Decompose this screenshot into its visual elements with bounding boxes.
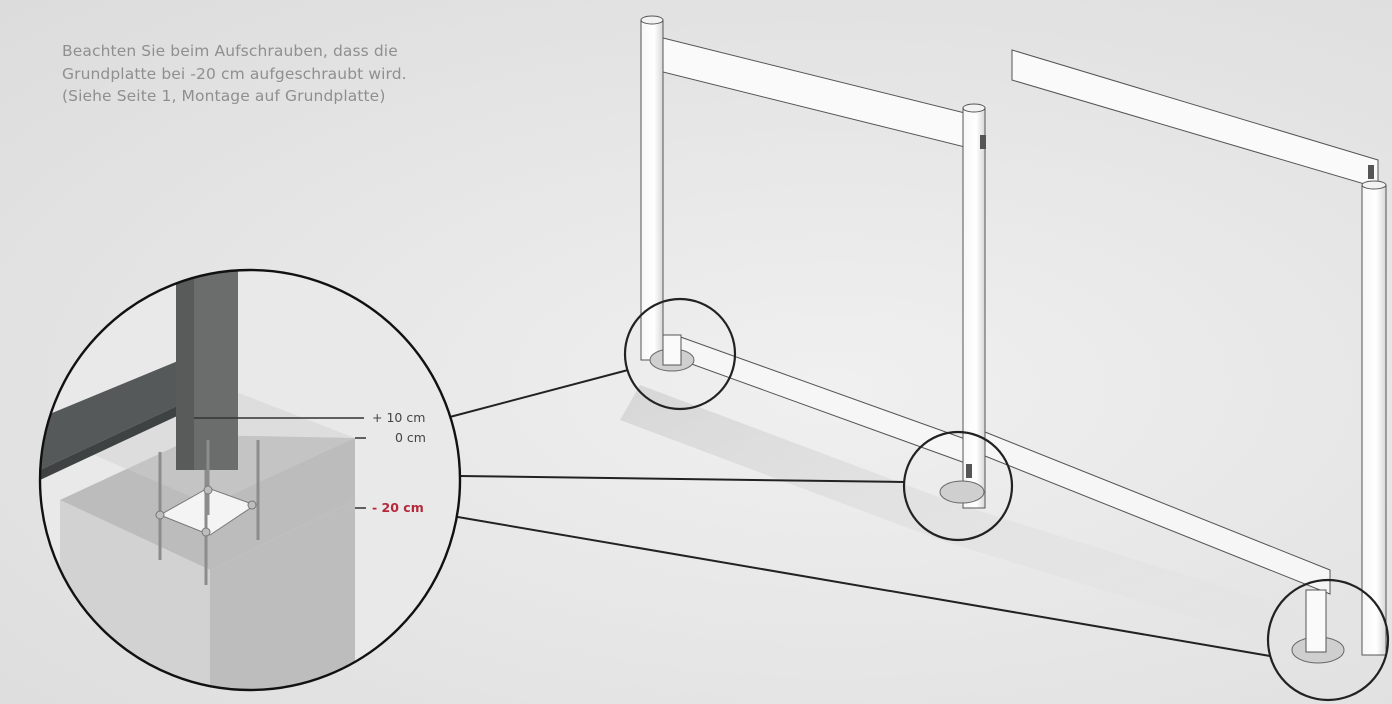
- middle-post-clip: [980, 135, 986, 149]
- level-label-minus20: - 20 cm: [372, 500, 424, 515]
- left-top-rail: [654, 35, 986, 153]
- callout-circle-left: [623, 297, 737, 411]
- left-post-cap: [640, 15, 664, 25]
- callout-circle-middle: [902, 430, 1014, 542]
- right-rail-clip: [1368, 165, 1374, 179]
- right-post: [1361, 184, 1387, 656]
- level-label-zero: 0 cm: [395, 430, 426, 445]
- magnifier-ring: [38, 268, 462, 692]
- right-fence-frame: [939, 49, 1387, 664]
- connector-line-2: [459, 475, 905, 483]
- instruction-line-1: Beachten Sie beim Aufschrauben, dass die: [62, 42, 398, 60]
- left-fence-frame: [640, 15, 986, 465]
- instruction-text: Beachten Sie beim Aufschrauben, dass die…: [62, 40, 522, 108]
- detail-rail: [40, 356, 190, 470]
- middle-post-cap: [962, 103, 986, 113]
- level-label-plus10: + 10 cm: [372, 410, 425, 425]
- magnified-detail: [38, 268, 462, 692]
- connector-line-3: [451, 515, 1271, 657]
- concrete-side: [210, 500, 355, 690]
- middle-base-plate: [939, 480, 985, 504]
- middle-post-clip-lower: [966, 464, 972, 478]
- callout-circle-right: [1266, 578, 1390, 702]
- instruction-line-3: (Siehe Seite 1, Montage auf Grundplatte): [62, 87, 386, 105]
- middle-post: [962, 107, 986, 509]
- right-post-cap: [1361, 180, 1387, 190]
- connector-line-1: [445, 369, 629, 419]
- right-top-rail: [1011, 49, 1379, 189]
- instruction-line-2: Grundplatte bei -20 cm aufgeschraubt wir…: [62, 64, 407, 83]
- floor-shadow: [620, 385, 1330, 660]
- left-post: [640, 19, 664, 361]
